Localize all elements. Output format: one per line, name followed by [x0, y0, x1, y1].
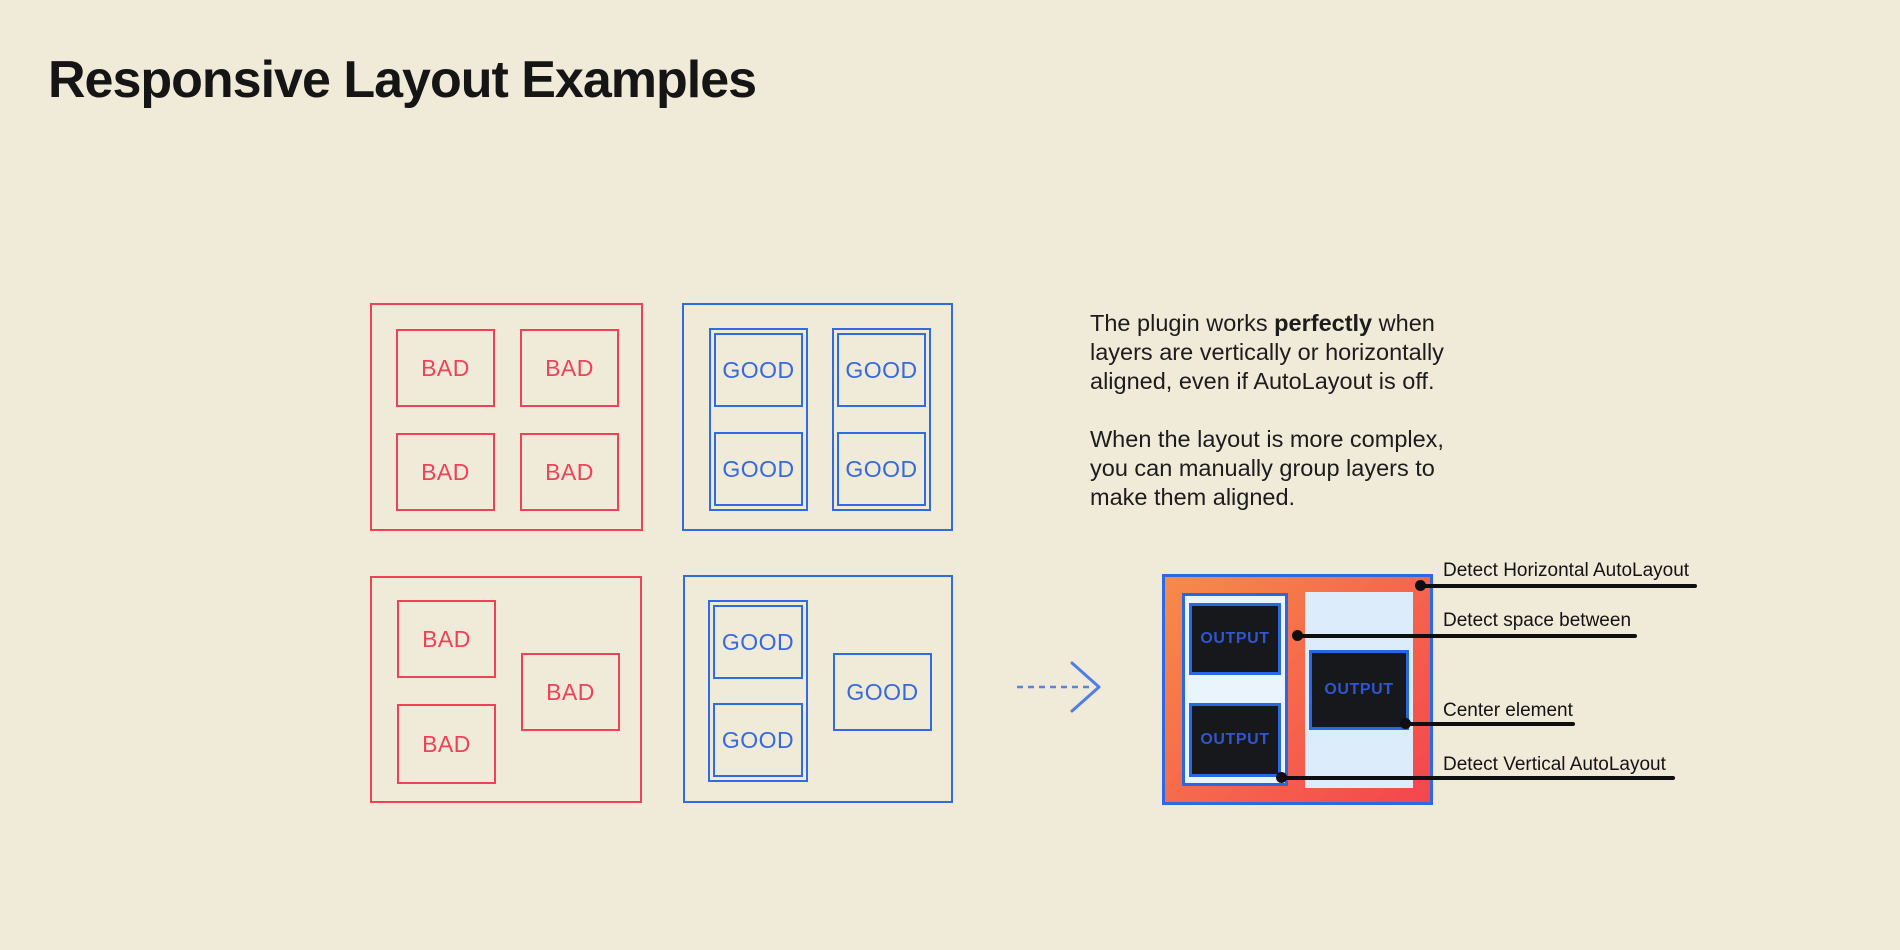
description-paragraph-1: The plugin works perfectly when layers a… [1090, 309, 1448, 396]
annotation-anchor-dot [1415, 580, 1426, 591]
bad-scattered-example-frame: BAD BAD BAD [370, 576, 642, 803]
good-box: GOOD [837, 333, 926, 407]
annotation-label-horizontal-autolayout: Detect Horizontal AutoLayout [1443, 560, 1690, 581]
description-paragraph-2: When the layout is more complex, you can… [1090, 426, 1444, 510]
annotation-leader-line [1297, 634, 1637, 638]
annotation-anchor-dot [1292, 630, 1303, 641]
good-grouped-example-frame: GOOD GOOD GOOD [683, 575, 953, 803]
good-column-group: GOOD GOOD [709, 328, 808, 511]
good-box: GOOD [837, 432, 926, 506]
description-p1-bold: perfectly [1274, 310, 1373, 336]
good-column-group: GOOD GOOD [708, 600, 808, 782]
bad-box: BAD [520, 329, 619, 407]
good-box: GOOD [713, 703, 803, 777]
bad-box: BAD [521, 653, 620, 731]
annotation-leader-line [1281, 776, 1675, 780]
annotation-leader-line [1405, 722, 1575, 726]
annotation-label-space-between: Detect space between [1443, 610, 1632, 631]
good-box: GOOD [833, 653, 932, 731]
good-box: GOOD [713, 605, 803, 679]
good-column-group: GOOD GOOD [832, 328, 931, 511]
description-p1-after: when layers are vertically or horizontal… [1090, 310, 1444, 394]
annotation-anchor-dot [1400, 718, 1411, 729]
bad-box: BAD [396, 329, 495, 407]
good-box: GOOD [714, 333, 803, 407]
output-vertical-autolayout-group: OUTPUT OUTPUT [1182, 593, 1288, 786]
bad-box: BAD [397, 704, 496, 784]
annotation-label-center-element: Center element [1443, 700, 1573, 721]
good-box: GOOD [714, 432, 803, 506]
output-center-panel: OUTPUT [1305, 592, 1413, 788]
arrow-right-icon [1017, 661, 1101, 713]
output-box: OUTPUT [1309, 650, 1409, 730]
description-p1-before: The plugin works [1090, 310, 1275, 336]
annotation-leader-line [1420, 584, 1697, 588]
description-text: The plugin works perfectly when layers a… [1090, 309, 1448, 541]
output-box: OUTPUT [1189, 603, 1281, 675]
annotation-anchor-dot [1276, 772, 1287, 783]
bad-box: BAD [397, 600, 496, 678]
output-box: OUTPUT [1189, 703, 1281, 777]
bad-box: BAD [520, 433, 619, 511]
annotation-label-vertical-autolayout: Detect Vertical AutoLayout [1443, 754, 1666, 775]
bad-grid-example-frame: BAD BAD BAD BAD [370, 303, 643, 531]
bad-box: BAD [396, 433, 495, 511]
output-preview-frame: OUTPUT OUTPUT OUTPUT [1162, 574, 1433, 805]
good-grid-example-frame: GOOD GOOD GOOD GOOD [682, 303, 953, 531]
page-title: Responsive Layout Examples [48, 51, 757, 109]
